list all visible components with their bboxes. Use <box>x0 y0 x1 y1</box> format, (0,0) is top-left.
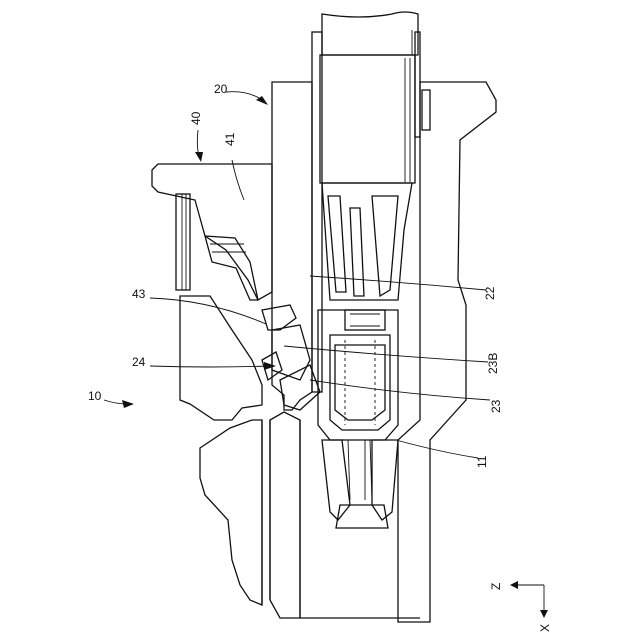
label-40: 40 <box>189 111 203 125</box>
housing-20 <box>272 82 496 622</box>
label-41: 41 <box>223 132 237 146</box>
axis-label-z: Z <box>489 583 503 590</box>
housing-40 <box>152 164 272 300</box>
label-22: 22 <box>483 286 497 300</box>
receptacle-11 <box>322 440 398 528</box>
label-24: 24 <box>132 355 146 369</box>
axis-indicator: Z X <box>489 581 552 632</box>
label-23b: 23B <box>486 353 500 374</box>
label-43: 43 <box>132 287 146 301</box>
lock-mechanism <box>262 305 320 410</box>
label-10: 10 <box>88 389 102 403</box>
label-23: 23 <box>489 399 503 413</box>
cable-core <box>320 55 415 183</box>
crimp-terminal-22 <box>322 183 412 330</box>
connector-body-10 <box>180 296 300 618</box>
label-20: 20 <box>214 82 228 96</box>
axis-label-x: X <box>538 624 552 632</box>
reference-labels: 20 40 41 43 24 10 22 23B 23 11 <box>88 82 503 468</box>
label-11: 11 <box>475 455 489 468</box>
